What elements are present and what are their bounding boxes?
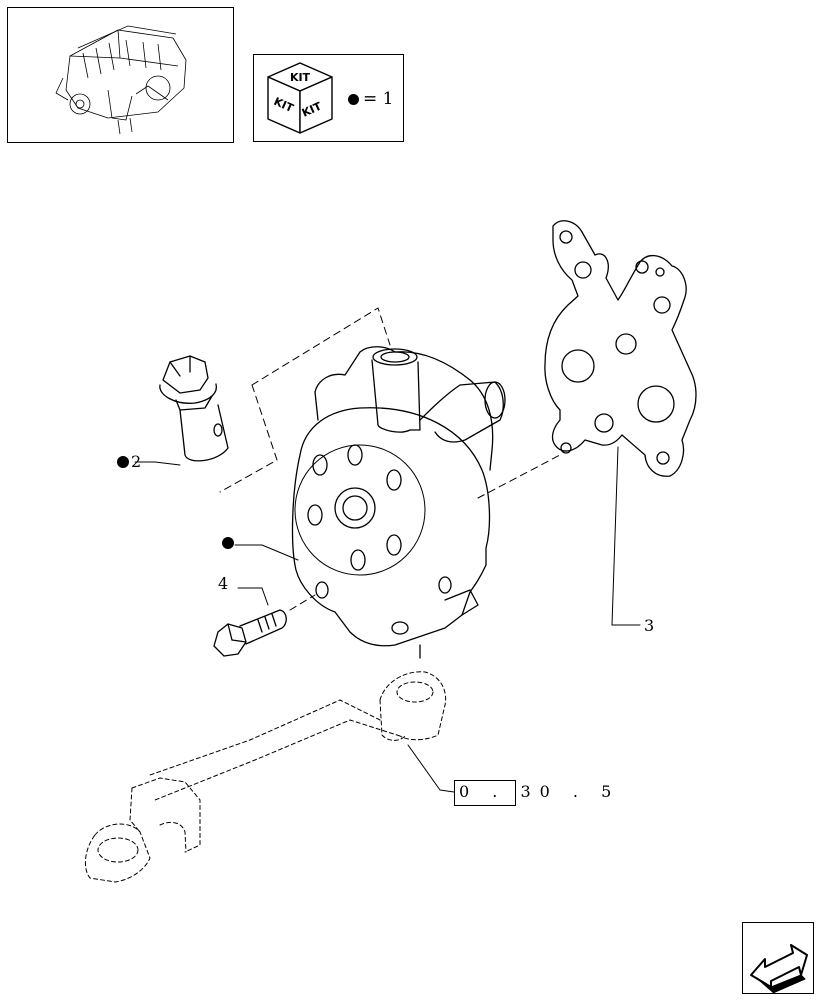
water-pump-part [291,346,506,659]
next-page-arrow-icon [750,944,808,994]
reference-label[interactable]: 0 . 30 . 5 [459,782,620,801]
kit-dot-item-2 [117,456,129,468]
reference-rest: 0 . 5 [539,782,621,801]
callout-item-2: 2 [131,452,142,471]
kit-legend-box: KIT KIT KIT = 1 [253,54,404,142]
gasket-part [544,220,697,477]
kit-legend-dot [348,94,359,105]
leader-line-reference [407,744,455,793]
callout-item-4: 4 [218,574,229,593]
engine-thumbnail-frame [7,7,234,143]
leader-line-pump [234,544,299,561]
callout-item-3: 3 [644,616,655,635]
assembly-dashed-frame [219,307,561,611]
reference-boxed-part: 0 . 3 [459,782,540,801]
reference-box[interactable] [454,780,516,806]
leader-line-item-2 [134,461,181,466]
thermostat-plug-part [159,355,229,462]
inlet-pipe-part [84,671,447,883]
kit-label-top: KIT [290,71,311,84]
bolt-part [213,609,287,657]
engine-thumbnail-icon [55,25,187,135]
next-page-button[interactable] [742,922,814,994]
kit-legend: = 1 [348,89,393,109]
kit-legend-value: = 1 [363,89,394,109]
leader-line-item-4 [237,587,269,606]
leader-line-item-3 [611,446,641,626]
kit-cube-icon: KIT KIT KIT [267,62,333,134]
kit-dot-pump [222,537,234,549]
